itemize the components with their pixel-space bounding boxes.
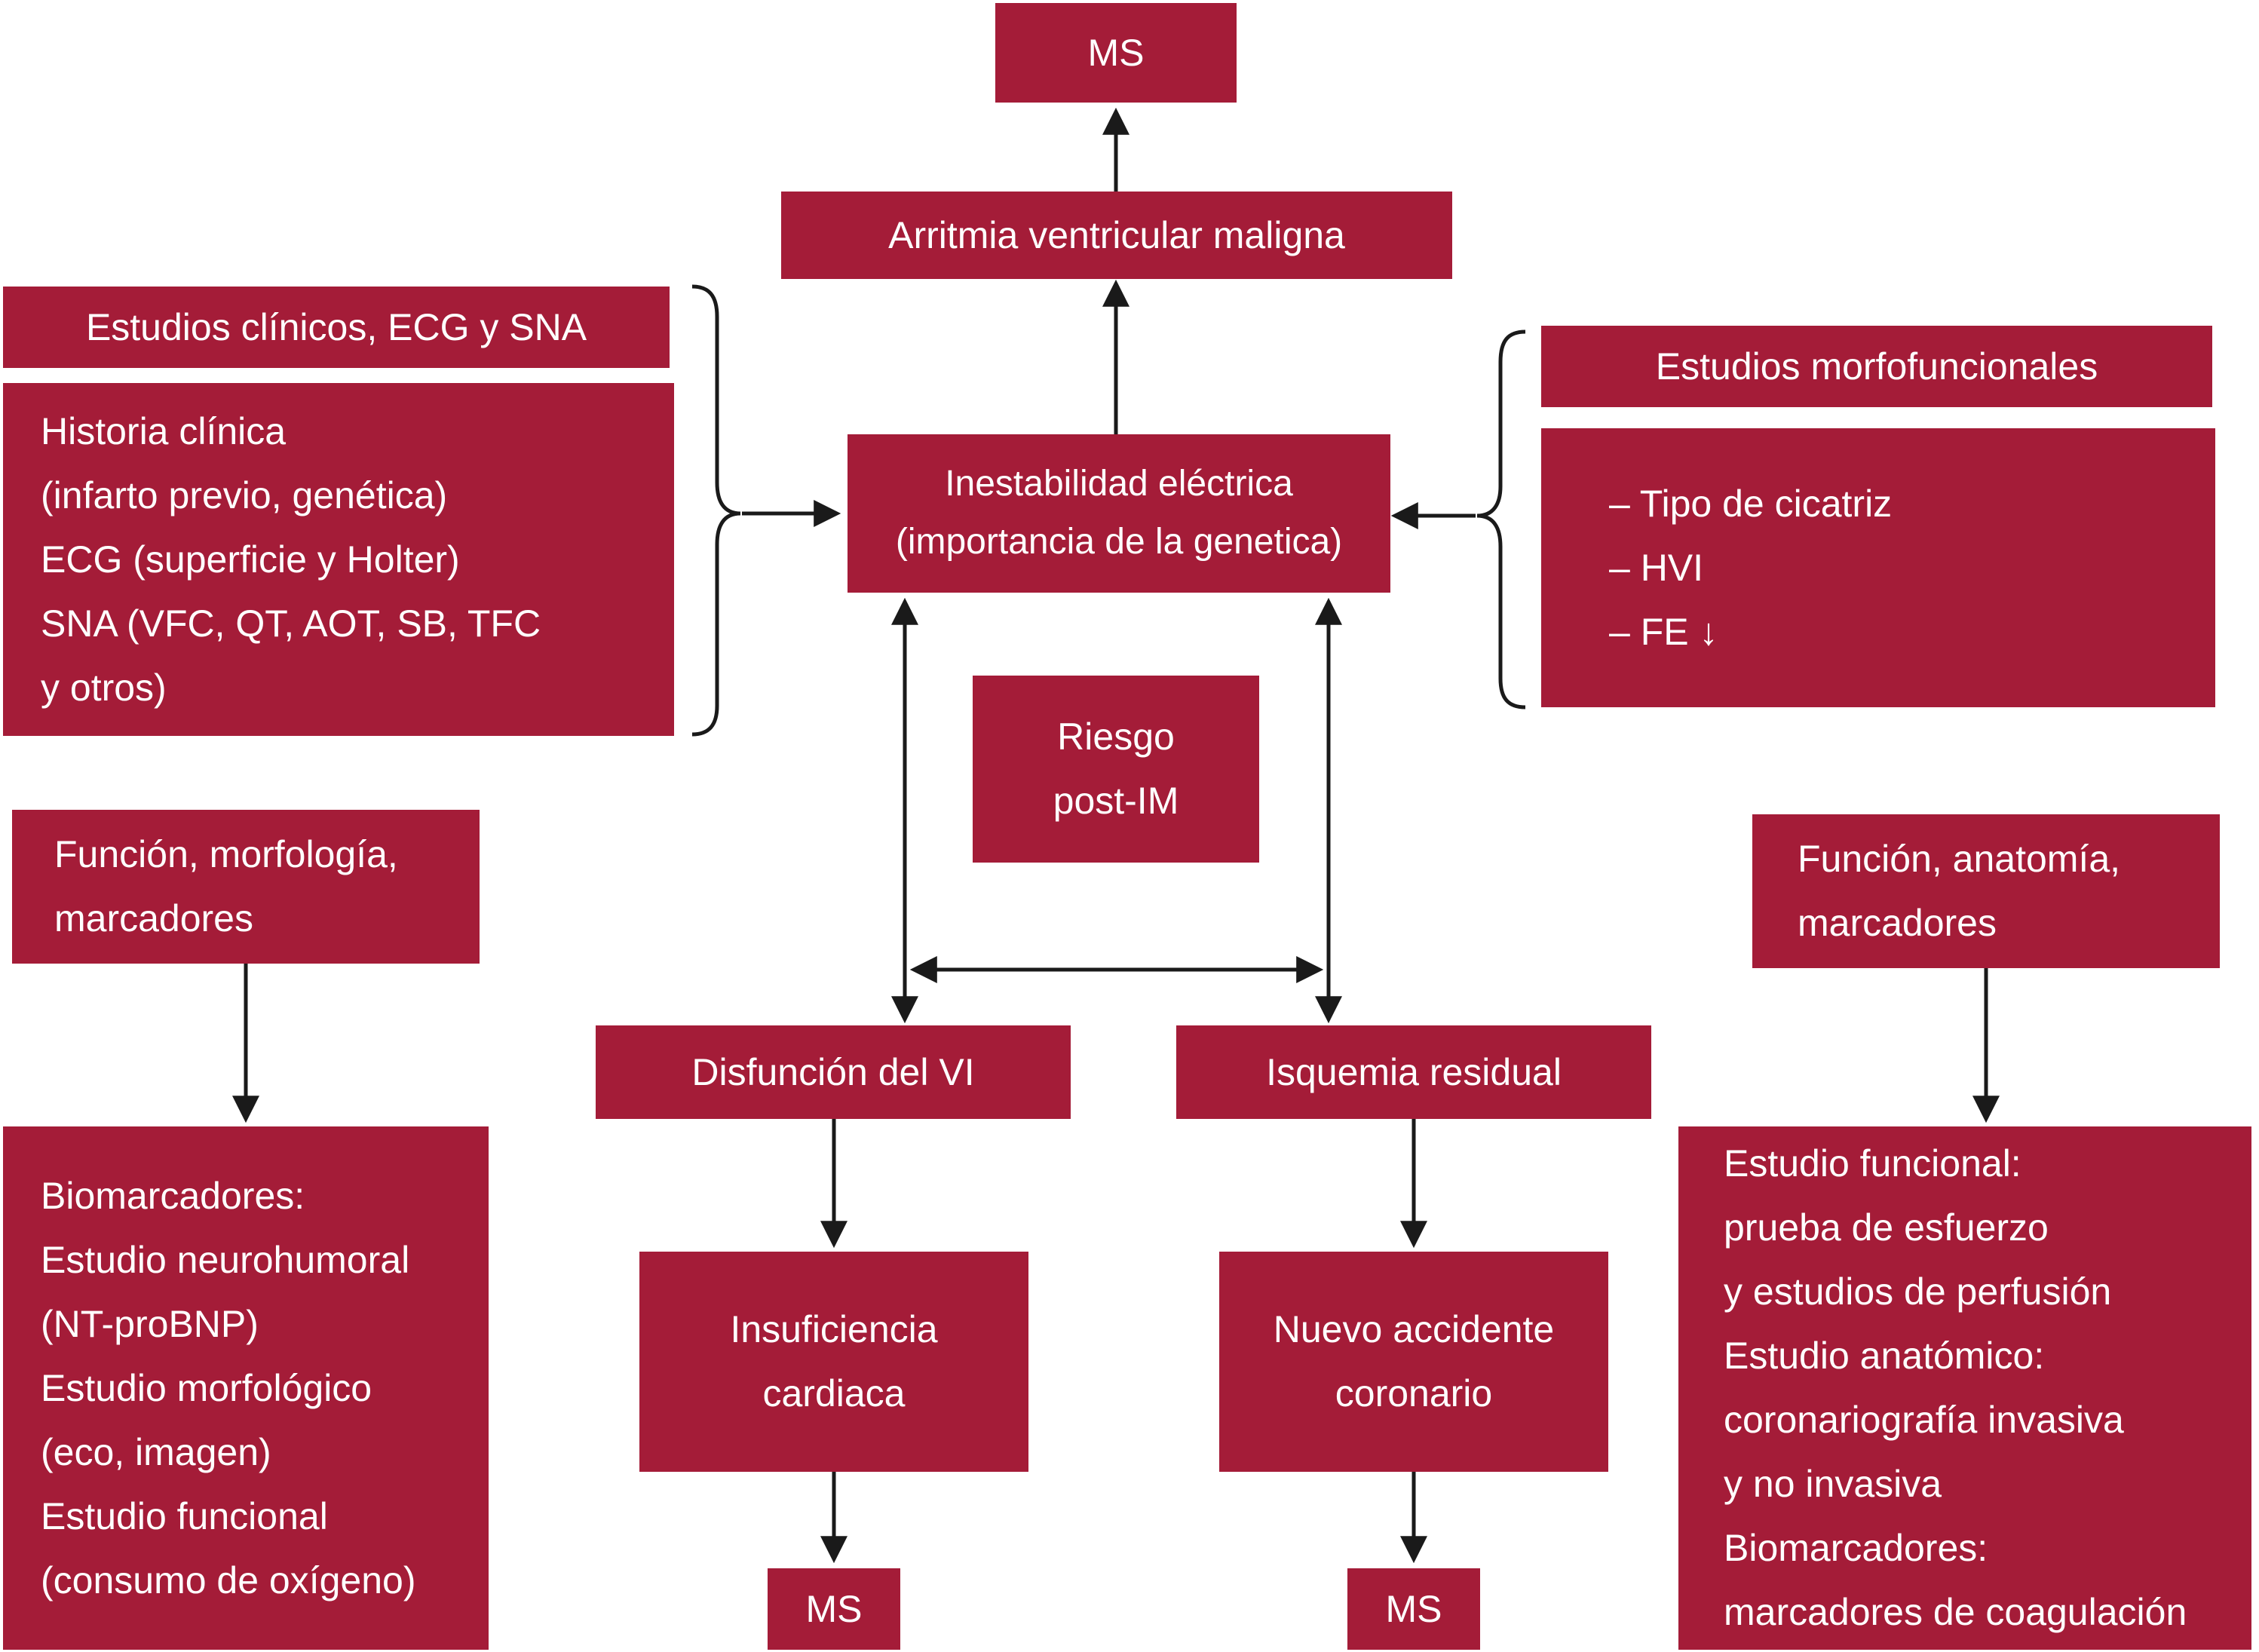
right-brace	[1476, 329, 1526, 710]
node-ms-top: MS	[995, 3, 1237, 103]
left-brace	[691, 284, 741, 737]
node-historia-clinica-body: Historia clínica (infarto previo, genéti…	[3, 383, 674, 736]
node-funcion-anatomia: Función, anatomía, marcadores	[1752, 814, 2220, 968]
node-estudio-funcional-body: Estudio funcional: prueba de esfuerzo y …	[1678, 1126, 2251, 1650]
node-disfuncion-vi: Disfunción del VI	[596, 1025, 1071, 1119]
node-inestabilidad-electrica: Inestabilidad eléctrica (importancia de …	[848, 434, 1390, 593]
node-ms-bottom-left: MS	[768, 1568, 900, 1650]
node-funcion-morfologia: Función, morfología, marcadores	[12, 810, 480, 964]
node-morfofuncionales-body: – Tipo de cicatriz – HVI – FE ↓	[1541, 428, 2215, 707]
node-biomarcadores-body: Biomarcadores: Estudio neurohumoral (NT-…	[3, 1126, 489, 1650]
node-estudios-clinicos-header: Estudios clínicos, ECG y SNA	[3, 287, 670, 368]
node-insuficiencia-cardiaca: Insuficiencia cardiaca	[639, 1252, 1028, 1472]
node-riesgo-post-im: Riesgo post-IM	[973, 676, 1259, 863]
node-isquemia-residual: Isquemia residual	[1176, 1025, 1651, 1119]
node-estudios-morfofuncionales-header: Estudios morfofuncionales	[1541, 326, 2212, 407]
node-ms-bottom-right: MS	[1347, 1568, 1480, 1650]
node-arritmia-ventricular: Arritmia ventricular maligna	[781, 192, 1452, 279]
node-nuevo-accidente-coronario: Nuevo accidente coronario	[1219, 1252, 1608, 1472]
